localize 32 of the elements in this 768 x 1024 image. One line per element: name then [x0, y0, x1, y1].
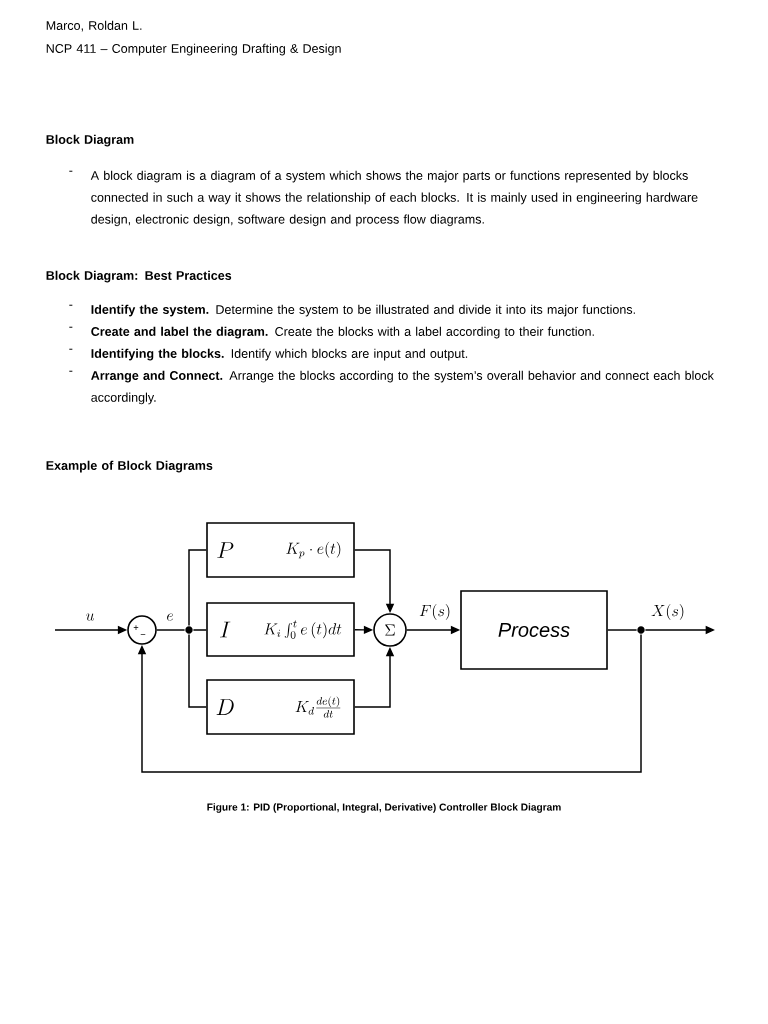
bullet-dash: -: [69, 170, 73, 172]
connector-line: [607, 629, 638, 631]
signal-label: $e$: [165, 612, 175, 622]
connector-line: [188, 633, 207, 708]
section-heading: Block Diagram: [46, 134, 134, 147]
signal-label: $X(s)$: [649, 602, 687, 622]
section-heading: Block Diagram: Best Practices: [46, 270, 232, 283]
connector-line: [188, 549, 207, 627]
controller-block: $D$ $K_d \frac{de(t)}{dt}$: [206, 679, 355, 735]
signal-label: $F(s)$: [417, 602, 453, 622]
figure-caption: Figure 1: PID (Proportional, Integral, Derivative) Controller Block Diagram: [207, 803, 561, 813]
bullet-dash: -: [69, 370, 73, 372]
controller-block: $I$ $K_i \int_0^t e\,(t)dt$: [206, 602, 355, 657]
paragraph: A block diagram is a diagram of a system which shows the major parts or functions represented by blocks connected in such a way it shows the relationship of each blocks. It is mainly used in engineering hardware design, electronic design, software design and process flow diagrams.: [90, 170, 698, 227]
bullet-item: Create and label the diagram. Create the blocks with a label according to their function.: [91, 326, 594, 339]
bullet-item: Identify the system. Determine the system to be illustrated and divide it into its major functions.: [91, 304, 635, 317]
author-line: Marco, Roldan L.: [46, 20, 142, 32]
bullet-dash: -: [69, 348, 73, 350]
bullet-dash: -: [69, 304, 73, 306]
arrow: [137, 633, 642, 773]
bullet-item: Identifying the blocks. Identify which blocks are input and output.: [91, 348, 468, 361]
course-line: NCP 411 – Computer Engineering Drafting & Design: [46, 43, 341, 56]
section-heading: Example of Block Diagrams: [46, 460, 213, 473]
bullet-dash: -: [69, 326, 73, 328]
connector-line: [156, 629, 186, 631]
signal-label: $u$: [84, 612, 96, 622]
summing-junction: $\Sigma$: [373, 613, 407, 647]
process-block: Process: [460, 590, 608, 670]
summing-junction: + −: [127, 615, 157, 645]
connector-line: [192, 629, 207, 631]
bullet-item: Arrange and Connect. Arrange the blocks according to the system’s overall behavior and connect each block accordingly.: [91, 370, 714, 405]
controller-block: $P$ $K_p \cdot e(t)$: [206, 522, 355, 578]
